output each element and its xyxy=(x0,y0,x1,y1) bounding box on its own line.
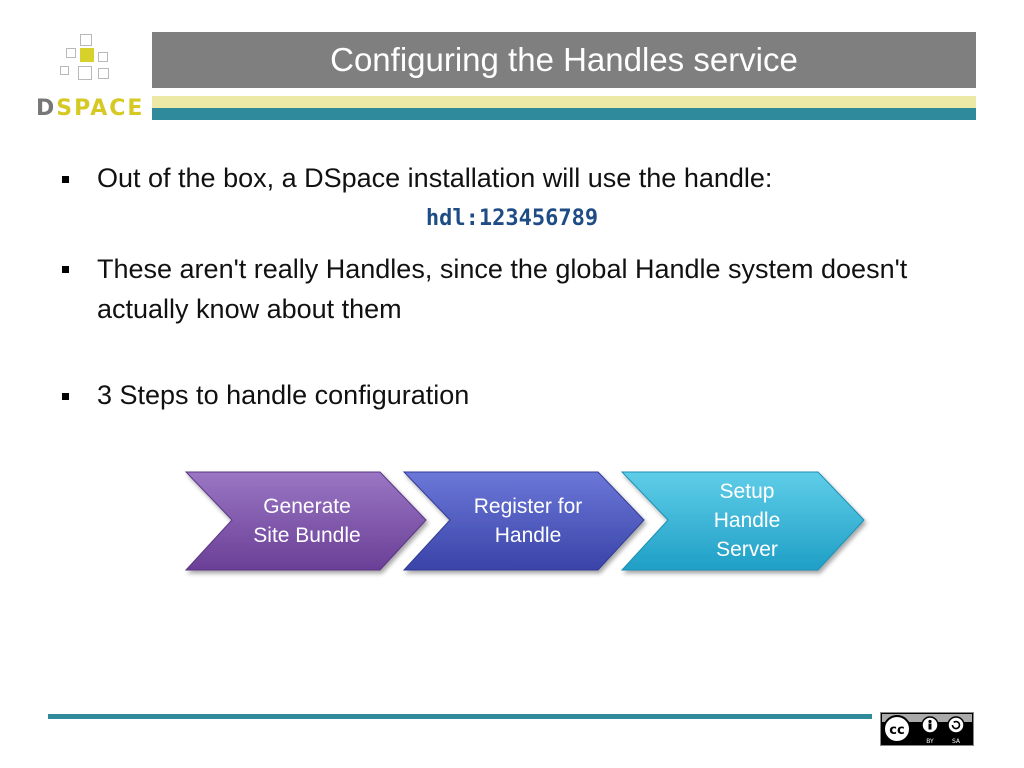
bullet-item: These aren't really Handles, since the g… xyxy=(97,254,908,324)
header-stripe-teal xyxy=(152,108,976,120)
sa-text: SA xyxy=(952,738,961,745)
bullet-marker xyxy=(62,393,69,400)
logo-square xyxy=(60,66,69,75)
header-stripe-yellow xyxy=(152,96,976,108)
title-bar: Configuring the Handles service xyxy=(152,32,976,88)
process-chevrons xyxy=(184,471,865,571)
logo-square xyxy=(66,48,76,58)
cc-badge-graphic: cc BY SA xyxy=(882,714,972,745)
footer-divider xyxy=(48,714,872,719)
slide-title: Configuring the Handles service xyxy=(330,41,798,78)
step-2-label: Register for Handle xyxy=(452,492,604,550)
svg-text:cc: cc xyxy=(889,723,904,738)
step-1-label-line: Generate xyxy=(263,495,351,518)
bullet-item: Out of the box, a DSpace installation wi… xyxy=(97,163,773,193)
step-1-label: Generate Site Bundle xyxy=(232,492,382,550)
step-2-label-line: Handle xyxy=(494,524,562,547)
cc-license-badge: cc BY SA xyxy=(880,712,974,746)
step-2-label-line: Register for xyxy=(473,495,583,518)
logo-square xyxy=(80,34,92,46)
by-text: BY xyxy=(926,738,934,745)
step-3-label-line: Server xyxy=(716,538,778,561)
dspace-logo: DSPACE xyxy=(28,28,142,128)
step-3-label-line: Setup xyxy=(719,480,775,503)
logo-word-space: SPACE xyxy=(56,96,145,121)
step-1-label-line: Site Bundle xyxy=(253,524,361,547)
logo-square xyxy=(98,52,108,62)
logo-square-highlight xyxy=(80,48,94,62)
step-3-chevron xyxy=(620,471,865,571)
bullet-marker xyxy=(62,266,69,273)
sa-icon xyxy=(947,716,965,734)
step-3-label: Setup Handle Server xyxy=(672,477,822,564)
step-1-chevron xyxy=(184,471,427,571)
step-3-label-line: Handle xyxy=(713,509,781,532)
process-diagram: Generate Site Bundle Register for Handle… xyxy=(180,466,880,582)
bullet-marker xyxy=(62,176,69,183)
logo-square xyxy=(78,66,92,80)
handle-code: hdl:123456789 xyxy=(425,206,599,231)
logo-square xyxy=(98,68,109,79)
step-2-chevron xyxy=(402,471,645,571)
logo-letter-d: D xyxy=(36,96,57,121)
bullet-item: 3 Steps to handle configuration xyxy=(97,380,470,410)
logo-wordmark: DSPACE xyxy=(36,96,144,121)
